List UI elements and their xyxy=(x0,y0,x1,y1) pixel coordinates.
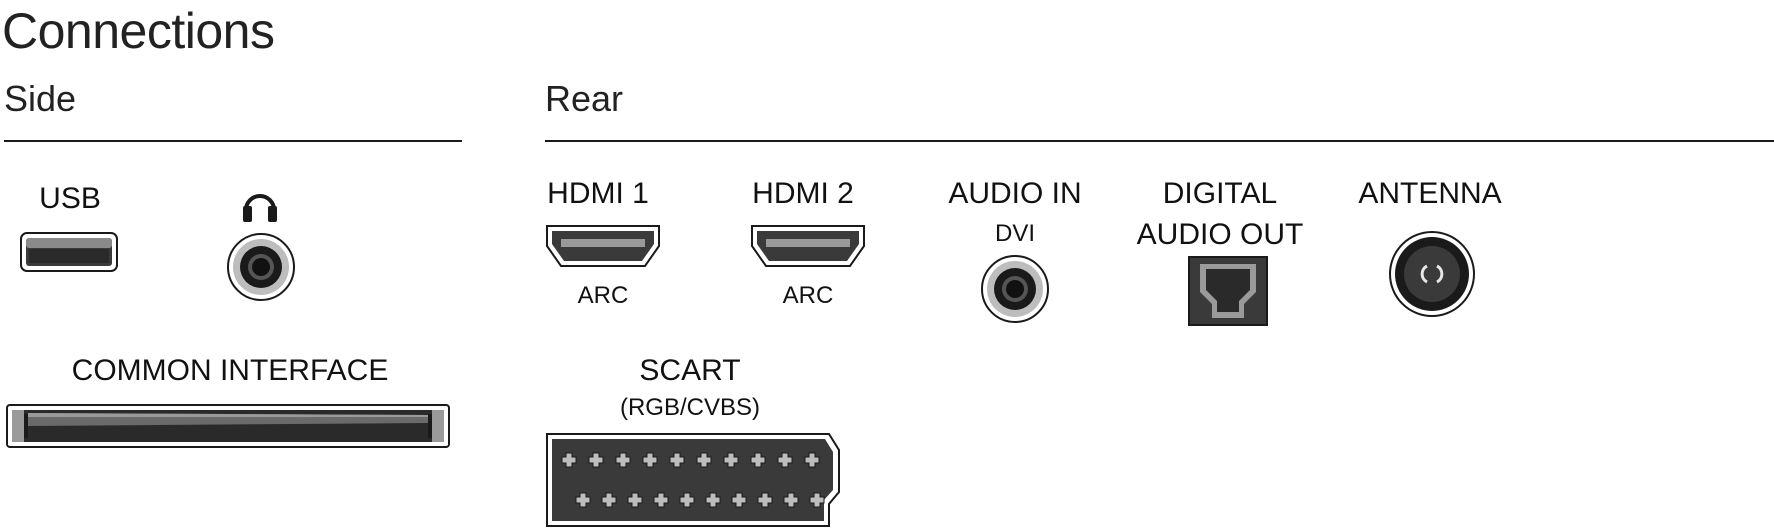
scart-sub-label: (RGB/CVBS) xyxy=(619,394,760,421)
scart-port-icon xyxy=(546,433,840,527)
scart-pin-icon xyxy=(679,492,695,508)
hdmi2-port-icon xyxy=(751,225,865,267)
scart-pin-icon xyxy=(783,492,799,508)
headphone-jack-icon xyxy=(227,233,295,301)
scart-pin-icon xyxy=(642,452,658,468)
antenna-label: ANTENNA xyxy=(1358,177,1502,210)
hdmi1-label: HDMI 1 xyxy=(547,177,649,210)
usb-label: USB xyxy=(39,182,101,215)
digital-audio-out-label-line1: DIGITAL xyxy=(1162,177,1278,210)
scart-pin-icon xyxy=(653,492,669,508)
audio-in-label: AUDIO IN xyxy=(948,177,1082,210)
hdmi1-port-icon xyxy=(546,225,660,267)
common-interface-slot-icon xyxy=(6,404,450,448)
hdmi2-arc-label: ARC xyxy=(782,282,834,309)
scart-pin-icon xyxy=(588,452,604,468)
scart-pin-icon xyxy=(804,452,820,468)
scart-pin-icon xyxy=(723,452,739,468)
hdmi1-arc-label: ARC xyxy=(577,282,629,309)
scart-pin-icon xyxy=(601,492,617,508)
antenna-port-icon xyxy=(1389,231,1475,317)
hdmi2-label: HDMI 2 xyxy=(752,177,854,210)
scart-pin-icon xyxy=(696,452,712,468)
rear-divider xyxy=(545,140,1774,142)
audio-in-jack-icon xyxy=(981,255,1049,323)
scart-pin-icon xyxy=(731,492,747,508)
scart-label: SCART xyxy=(639,354,741,387)
scart-pin-icon xyxy=(705,492,721,508)
scart-pin-icon xyxy=(627,492,643,508)
scart-pin-icon xyxy=(561,452,577,468)
scart-pin-icon xyxy=(809,492,825,508)
section-side-heading: Side xyxy=(4,78,77,119)
headphones-icon xyxy=(243,194,277,222)
scart-pin-icon xyxy=(575,492,591,508)
common-interface-label: COMMON INTERFACE xyxy=(71,354,389,387)
side-divider xyxy=(4,140,462,142)
usb-port-icon xyxy=(20,232,118,272)
scart-pin-icon xyxy=(757,492,773,508)
audio-in-dvi-label: DVI xyxy=(994,220,1035,247)
page-title: Connections xyxy=(2,3,275,59)
optical-port-icon xyxy=(1188,256,1268,326)
scart-pin-icon xyxy=(669,452,685,468)
digital-audio-out-label-line2: AUDIO OUT xyxy=(1136,218,1304,251)
scart-pin-icon xyxy=(615,452,631,468)
scart-pin-icon xyxy=(777,452,793,468)
scart-pin-icon xyxy=(750,452,766,468)
section-rear-heading: Rear xyxy=(545,78,624,119)
